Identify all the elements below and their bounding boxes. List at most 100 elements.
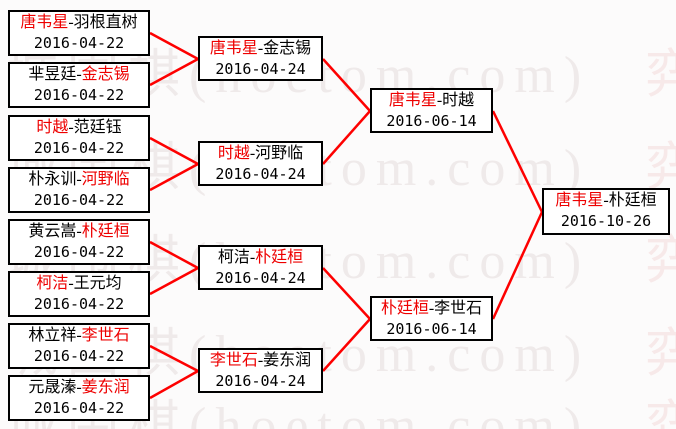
match-players: 柯洁-朴廷桓 [200,248,321,268]
player1-name: 朴永训 [28,171,77,188]
connector-line [149,344,199,373]
match-players: 唐韦星-羽根直树 [10,13,148,33]
match-date: 2016-04-22 [33,243,125,261]
connector-line [149,136,199,166]
dash-separator: - [68,275,74,292]
player2-name: 朴廷桓 [81,223,130,240]
match-box-r1m2: 芈昱廷-金志锡 2016-04-22 [8,62,150,108]
match-box-r2m3: 柯洁-朴廷桓 2016-04-24 [198,245,323,290]
player1-name: 芈昱廷 [28,66,77,83]
player1-name: 唐韦星 [555,192,604,209]
match-box-final: 唐韦星-朴廷桓 2016-10-26 [542,188,670,235]
player2-name: 河野临 [255,145,304,162]
dash-separator: - [257,352,264,369]
player1-name: 时越 [36,119,69,136]
match-box-sf2: 朴廷桓-李世石 2016-06-14 [370,296,493,341]
connector-line [149,266,199,296]
match-date: 2016-04-24 [215,269,306,287]
watermark-text: 弈城围棋(hoetom.com) [645,398,676,429]
dash-separator: - [249,145,256,162]
match-date: 2016-04-22 [33,139,125,157]
player1-name: 唐韦星 [209,40,258,57]
match-date: 2016-04-22 [33,86,125,104]
connector-line [149,369,199,400]
player2-name: 时越 [442,92,475,109]
match-players: 唐韦星-朴廷桓 [544,191,668,211]
match-date: 2016-06-14 [386,320,477,338]
dash-separator: - [76,66,82,83]
dash-separator: - [68,119,74,136]
connector-line [149,240,199,270]
match-date: 2016-06-14 [386,112,477,130]
watermark-text: 弈城围棋(hoetom.com) [645,326,676,383]
player2-name: 羽根直树 [73,14,138,31]
player1-name: 柯洁 [36,275,69,292]
player2-name: 王元均 [73,275,122,292]
match-date: 2016-04-22 [33,347,125,365]
player2-name: 李世石 [434,300,483,317]
match-players: 唐韦星-金志锡 [200,39,321,59]
match-players: 唐韦星-时越 [372,91,491,111]
match-players: 芈昱廷-金志锡 [10,65,148,85]
dash-separator: - [257,40,264,57]
player1-name: 李世石 [209,352,258,369]
player2-name: 金志锡 [81,66,130,83]
match-players: 时越-范廷钰 [10,118,148,138]
watermark-text: 弈城围棋(hoetom.com) [645,233,676,290]
player2-name: 金志锡 [263,40,312,57]
player2-name: 范廷钰 [73,119,122,136]
match-players: 黄云嵩-朴廷桓 [10,222,148,242]
connector-line [491,211,544,320]
dash-separator: - [76,171,82,188]
dash-separator: - [68,14,74,31]
connector-line [491,110,544,213]
match-box-r1m8: 元晟溱-姜东润 2016-04-22 [8,375,150,421]
player1-name: 元晟溱 [28,379,77,396]
player2-name: 姜东润 [263,352,312,369]
player1-name: 黄云嵩 [28,223,77,240]
player2-name: 朴廷桓 [255,249,304,266]
dash-separator: - [436,92,443,109]
connector-line [149,162,199,192]
player2-name: 朴廷桓 [608,192,657,209]
connector-line [322,110,371,165]
match-date: 2016-04-22 [33,191,125,209]
player2-name: 河野临 [81,171,130,188]
match-players: 朴廷桓-李世石 [372,299,491,319]
dash-separator: - [603,192,609,209]
connector-line [322,318,371,372]
dash-separator: - [428,300,435,317]
connector-line [322,267,371,320]
match-players: 时越-河野临 [200,144,321,164]
match-box-r2m1: 唐韦星-金志锡 2016-04-24 [198,36,323,81]
dash-separator: - [249,249,256,266]
match-players: 朴永训-河野临 [10,170,148,190]
match-box-r2m4: 李世石-姜东润 2016-04-24 [198,348,323,393]
connector-line [322,58,371,112]
match-box-r1m5: 黄云嵩-朴廷桓 2016-04-22 [8,219,150,265]
match-players: 林立祥-李世石 [10,326,148,346]
match-date: 2016-04-24 [215,372,306,390]
match-players: 柯洁-王元均 [10,274,148,294]
match-date: 2016-04-24 [215,60,306,78]
dash-separator: - [76,379,82,396]
player1-name: 朴廷桓 [380,300,429,317]
player1-name: 林立祥 [28,327,77,344]
connector-line [149,31,199,61]
match-box-r2m2: 时越-河野临 2016-04-24 [198,141,323,186]
match-box-sf1: 唐韦星-时越 2016-06-14 [370,88,493,133]
match-players: 元晟溱-姜东润 [10,378,148,398]
player2-name: 李世石 [81,327,130,344]
match-date: 2016-04-22 [33,399,125,417]
match-date: 2016-10-26 [560,212,652,230]
player1-name: 柯洁 [217,249,250,266]
player1-name: 唐韦星 [20,14,69,31]
match-box-r1m6: 柯洁-王元均 2016-04-22 [8,271,150,317]
watermark-text: 弈城围棋(hoetom.com) [645,47,676,104]
dash-separator: - [76,327,82,344]
match-date: 2016-04-24 [215,165,306,183]
connector-line [149,57,199,87]
match-box-r1m7: 林立祥-李世石 2016-04-22 [8,323,150,369]
match-box-r1m3: 时越-范廷钰 2016-04-22 [8,115,150,161]
